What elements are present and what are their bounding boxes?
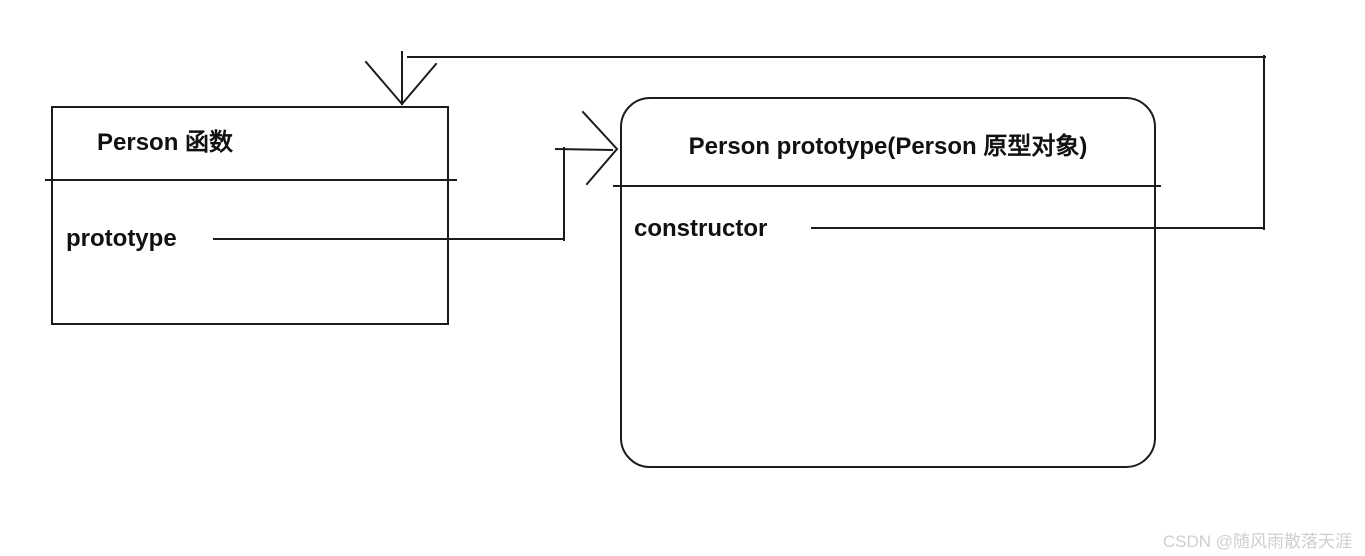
person-prototype-title: Person prototype(Person 原型对象) — [688, 133, 1088, 160]
person-function-title: Person 函数 — [97, 129, 234, 156]
person-prototype-box — [620, 97, 1156, 468]
arrow-down-head-icon — [364, 60, 438, 106]
person-function-box — [51, 106, 449, 325]
prototype-connector-to-arrow — [554, 147, 614, 152]
watermark: CSDN @随风雨散落天涯 — [1162, 532, 1352, 551]
prototype-label: prototype — [66, 225, 177, 252]
constructor-label: constructor — [634, 215, 768, 242]
arrow-right-head-icon — [581, 110, 619, 186]
